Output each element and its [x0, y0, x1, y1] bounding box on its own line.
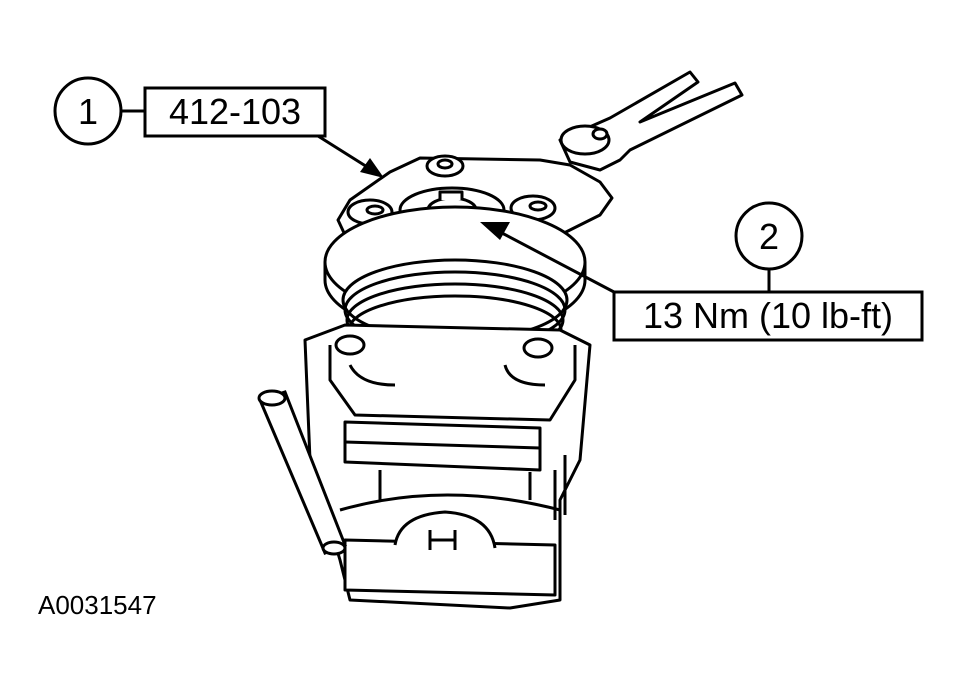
holding-tool-handle [558, 70, 744, 172]
callout-2-text: 13 Nm (10 lb-ft) [643, 295, 893, 336]
callout-2-number: 2 [759, 216, 779, 257]
callout-1-box [143, 86, 327, 138]
compressor-body [303, 323, 592, 610]
callout-1-leader [317, 134, 373, 172]
callout-2-arrow [480, 222, 510, 240]
callout-2: 2 13 Nm (10 lb-ft) [480, 201, 924, 342]
callout-1-text: 412-103 [169, 91, 301, 132]
callout-2-leader [499, 230, 615, 294]
callout-1-number: 1 [78, 91, 98, 132]
callout-1: 1 412-103 [53, 76, 384, 178]
mounting-stud [257, 389, 347, 556]
callout-1-arrow [360, 158, 384, 178]
figure-id: A0031547 [38, 590, 157, 620]
callout-2-box [612, 290, 924, 342]
